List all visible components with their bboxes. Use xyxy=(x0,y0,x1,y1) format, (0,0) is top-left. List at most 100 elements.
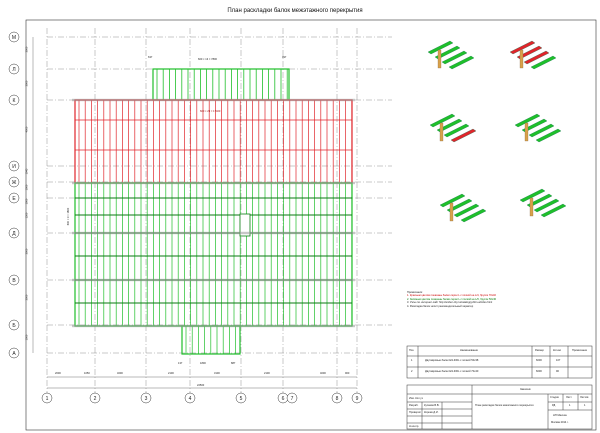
axis-letter-label: К xyxy=(13,98,16,104)
axis-number-label: 3 xyxy=(145,396,148,402)
dim-small-left-top: 637 xyxy=(148,56,153,59)
axis-number-label: 2 xyxy=(94,396,97,402)
iso-post xyxy=(529,197,534,217)
axis-number-label: 6 xyxy=(282,396,285,402)
iso-beam xyxy=(521,118,548,133)
stamp-stage: РД xyxy=(552,404,556,407)
axis-letter-label: Л xyxy=(12,67,15,73)
axis-number-label: 7 xyxy=(291,396,294,402)
axis-bubble xyxy=(8,63,20,75)
iso-beam xyxy=(519,188,546,203)
axis-bubble xyxy=(8,274,20,286)
axis-bubble xyxy=(351,392,363,404)
notes-heading: Примечания: xyxy=(407,291,423,294)
dim-bottom-segment: 1050 xyxy=(84,372,90,375)
spec-row2-size: 6000 xyxy=(536,370,542,373)
iso-beam xyxy=(446,198,473,213)
note-3: 3. Узлы см. интернет-сайт http://amber-c… xyxy=(407,301,493,305)
iso-beam xyxy=(441,50,468,65)
spec-row2-name: Двутавровые балки ЕЭ-300L с полкой 70х40 xyxy=(425,370,479,373)
dim-top-red: 600 × 29 = 17400 xyxy=(200,110,221,113)
stamp-stage-label: Стадия xyxy=(550,396,559,399)
axis-bubble xyxy=(8,160,20,172)
iso-beam xyxy=(448,55,475,70)
dim-bottom-segment: 3200 xyxy=(117,372,123,375)
iso-beam xyxy=(436,118,463,133)
iso-post xyxy=(439,122,444,142)
stair-opening xyxy=(239,213,251,237)
dim-bottom-segment: 3100 xyxy=(214,372,220,375)
spec-header-qty: Кол-во xyxy=(553,349,562,352)
stamp-sheet: 1 xyxy=(569,404,571,407)
stamp-sheet-title: План раскладки балок межэтажного перекры… xyxy=(475,404,534,407)
axis-bubble xyxy=(286,392,298,404)
axis-letter-label: Д xyxy=(12,231,16,237)
spec-header-size: Размер xyxy=(535,349,544,352)
iso-beam xyxy=(523,50,550,65)
drawing-title: План раскладки балок межэтажного перекры… xyxy=(227,8,363,14)
iso-beam xyxy=(443,123,470,138)
spec-row2-pos: 2 xyxy=(411,370,413,373)
spec-header-name: Наименование xyxy=(460,349,478,352)
iso-beam xyxy=(535,128,562,143)
iso-beam xyxy=(453,203,480,218)
iso-beam xyxy=(528,123,555,138)
axis-bubble xyxy=(8,192,20,204)
note-1: 1. Красным цветом показаны балки серии L… xyxy=(407,294,496,298)
axis-number-label: 8 xyxy=(336,396,339,402)
axis-letter-label: Е xyxy=(12,196,16,202)
dim-top-upper: 600 × 13 = 7800 xyxy=(198,58,217,61)
axis-bubble xyxy=(331,392,343,404)
iso-beam xyxy=(427,40,454,55)
axis-bubble xyxy=(41,392,53,404)
notes-block: Примечания: 1. Красным цветом показаны б… xyxy=(407,291,592,308)
iso-beam xyxy=(460,208,487,223)
axis-bubble xyxy=(8,31,20,43)
stamp-developed-name: Кулаков В.В. xyxy=(424,404,440,407)
iso-post xyxy=(519,49,524,69)
spec-row1-name: Двутавровые балки ЕЭ-300L с полкой 50х38 xyxy=(425,359,479,362)
axis-letter-label: М xyxy=(12,35,16,41)
sheet-frame xyxy=(25,19,597,431)
stamp-sheets-label: Листов xyxy=(580,396,589,399)
iso-beam xyxy=(526,193,553,208)
support-wall xyxy=(72,181,355,185)
dim-small-bottom-left: 137 xyxy=(178,362,183,365)
axis-number-label: 1 xyxy=(46,396,49,402)
iso-beam xyxy=(514,113,541,128)
beam-layout xyxy=(72,68,355,355)
axis-bubble xyxy=(8,227,20,239)
note-4: 4. Раскладка балок носит рекомендательны… xyxy=(407,304,474,308)
support-wall xyxy=(72,278,355,282)
iso-beam xyxy=(530,55,557,70)
iso-beam xyxy=(509,40,536,55)
iso-beam xyxy=(439,193,466,208)
dim-bottom-segment: 4000 xyxy=(320,372,326,375)
iso-beam xyxy=(516,45,543,60)
axis-bubble xyxy=(184,392,196,404)
axis-number-label: 9 xyxy=(356,396,359,402)
note-2: 2. Зелёным цветом показаны балки серии L… xyxy=(407,297,497,301)
iso-beam xyxy=(429,113,456,128)
axis-bubble xyxy=(8,94,20,106)
spec-row1-qty: 107 xyxy=(556,359,561,362)
iso-beam xyxy=(533,198,560,213)
stamp-org-line1: НП Манчин xyxy=(553,414,567,417)
axis-bubble xyxy=(235,392,247,404)
dim-small-bottom-mid: 1800 xyxy=(200,362,206,365)
dim-small-bottom-right: 887 xyxy=(231,362,236,365)
axis-number-label: 5 xyxy=(240,396,243,402)
spec-row2-qty: 90 xyxy=(556,370,559,373)
iso-beam xyxy=(450,128,477,143)
support-wall xyxy=(72,324,355,328)
stamp-norm-label: Н.контр. xyxy=(409,425,419,428)
stamp-checked-label: Проверил xyxy=(409,411,421,414)
iso-beam xyxy=(540,203,567,218)
axis-letter-label: Ж xyxy=(12,180,17,186)
axis-bubble xyxy=(8,319,20,331)
axis-number-label: 4 xyxy=(189,396,192,402)
